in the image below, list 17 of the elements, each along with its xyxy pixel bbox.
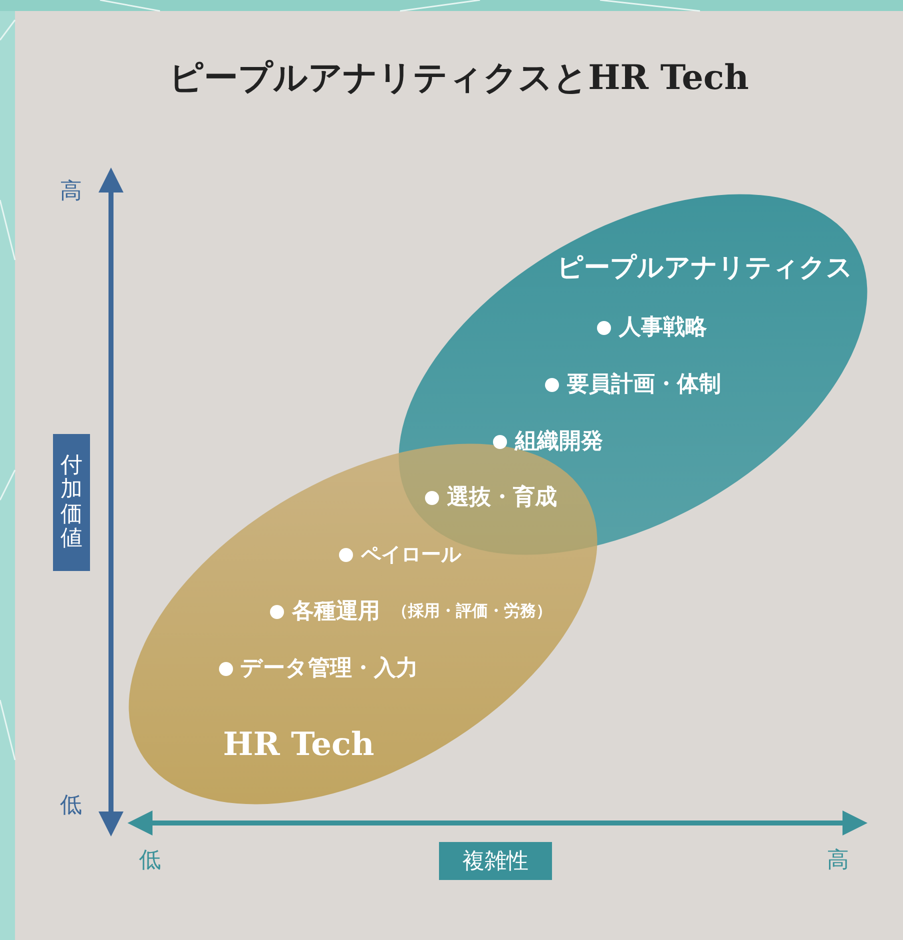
- axis-title: 複雑性: [439, 842, 552, 880]
- list-item: 要員計画・体制: [567, 373, 721, 395]
- list-item: 選抜・育成: [447, 486, 557, 508]
- axis-label: 低: [60, 795, 82, 817]
- axis-label: 低: [139, 850, 161, 872]
- region-heading: ピープルアナリティクス: [557, 252, 853, 285]
- list-item: 組織開発: [515, 430, 603, 452]
- list-item: 人事戦略: [619, 316, 707, 338]
- axis-title: 付加価値: [53, 434, 90, 571]
- title: ピープルアナリティクスとHR Tech: [168, 57, 750, 100]
- axis-label: 高: [827, 850, 849, 872]
- axis-label: 高: [60, 181, 82, 203]
- region-heading: HR Tech: [223, 725, 374, 763]
- list-item: ペイロール: [361, 544, 461, 564]
- list-item: 各種運用: [292, 600, 380, 622]
- list-item: データ管理・入力: [240, 657, 418, 679]
- list-item: （採用・評価・労務）: [392, 603, 552, 619]
